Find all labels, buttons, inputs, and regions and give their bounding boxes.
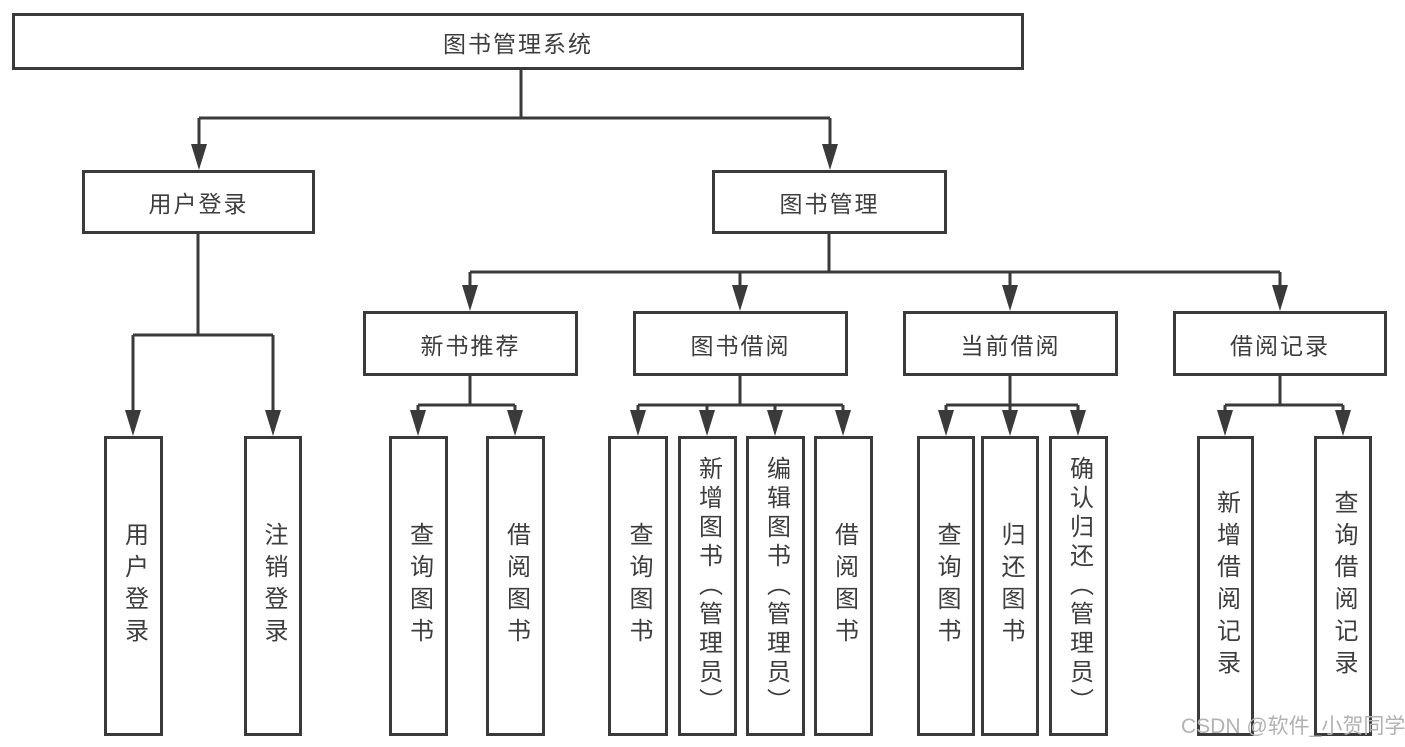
arrow-down-icon xyxy=(1335,410,1351,436)
node-label: 借阅图书 xyxy=(502,522,530,650)
node-label: 图书借阅 xyxy=(690,332,791,359)
node-label: 编辑图书（管理员） xyxy=(762,455,790,717)
leaf-add-borrow-record: 新增借阅记录 xyxy=(1197,436,1254,736)
leaf-confirm-return-admin: 确认归还（管理员） xyxy=(1049,436,1108,736)
node-book-management: 图书管理 xyxy=(712,170,947,234)
leaf-return-books: 归还图书 xyxy=(981,436,1039,736)
leaf-query-borrow-record: 查询借阅记录 xyxy=(1314,436,1372,736)
csdn-watermark: CSDN @软件_小贺同学 xyxy=(1181,715,1405,738)
node-label: 当前借阅 xyxy=(960,332,1061,359)
leaf-borrow-books-borrowing: 借阅图书 xyxy=(814,436,873,736)
node-label: 注销登录 xyxy=(260,522,287,650)
node-label: 图书管理系统 xyxy=(443,30,593,57)
leaf-logout: 注销登录 xyxy=(244,436,302,736)
arrow-down-icon xyxy=(1002,285,1018,311)
arrow-down-icon xyxy=(125,410,141,436)
arrow-down-icon xyxy=(410,410,426,436)
node-label: 查询借阅记录 xyxy=(1330,490,1357,682)
arrow-down-icon xyxy=(1217,410,1233,436)
arrow-down-icon xyxy=(1070,410,1086,436)
node-user-login: 用户登录 xyxy=(82,170,315,234)
leaf-query-books-borrowing: 查询图书 xyxy=(608,436,668,736)
leaf-user-login: 用户登录 xyxy=(104,436,163,736)
arrow-down-icon xyxy=(835,410,851,436)
arrow-down-icon xyxy=(1272,285,1288,311)
node-library-system-root: 图书管理系统 xyxy=(12,13,1024,70)
arrow-down-icon xyxy=(191,144,207,170)
node-new-book-recommendation: 新书推荐 xyxy=(363,311,578,376)
node-label: 查询图书 xyxy=(933,522,960,650)
node-label: 新书推荐 xyxy=(420,332,521,359)
leaf-add-books-admin: 新增图书（管理员） xyxy=(678,436,737,736)
node-label: 新增图书（管理员） xyxy=(694,455,722,717)
leaf-borrow-books-recommend: 借阅图书 xyxy=(486,436,545,736)
arrow-down-icon xyxy=(630,410,646,436)
arrow-down-icon xyxy=(822,144,838,170)
node-book-borrowing: 图书借阅 xyxy=(633,311,848,376)
arrow-down-icon xyxy=(938,410,954,436)
node-label: 借阅记录 xyxy=(1230,332,1330,359)
arrow-down-icon xyxy=(265,410,281,436)
arrow-down-icon xyxy=(699,410,715,436)
arrow-down-icon xyxy=(732,285,748,311)
arrow-down-icon xyxy=(1002,410,1018,436)
node-label: 用户登录 xyxy=(148,191,249,217)
node-label: 用户登录 xyxy=(120,522,148,650)
node-label: 确认归还（管理员） xyxy=(1065,455,1093,717)
leaf-query-books-recommend: 查询图书 xyxy=(389,436,448,736)
node-label: 图书管理 xyxy=(779,191,880,217)
leaf-edit-books-admin: 编辑图书（管理员） xyxy=(746,436,805,736)
arrow-down-icon xyxy=(767,410,783,436)
node-label: 借阅图书 xyxy=(830,522,858,650)
arrow-down-icon xyxy=(462,285,478,311)
node-current-borrowing: 当前借阅 xyxy=(903,311,1118,376)
node-label: 新增借阅记录 xyxy=(1212,490,1240,682)
node-label: 查询图书 xyxy=(405,522,433,650)
leaf-query-books-current: 查询图书 xyxy=(917,436,975,736)
node-label: 归还图书 xyxy=(997,522,1024,650)
node-borrowing-records: 借阅记录 xyxy=(1173,311,1387,376)
arrow-down-icon xyxy=(507,410,523,436)
node-label: 查询图书 xyxy=(625,522,652,650)
